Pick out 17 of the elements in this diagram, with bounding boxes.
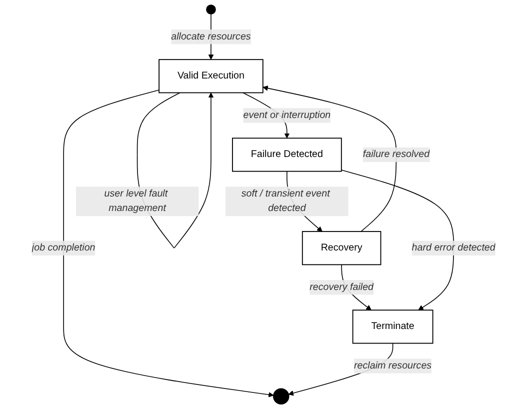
node-circle [206,4,216,14]
edge-label: hard error detected [412,242,496,254]
edge-label: failure resolved [363,149,430,160]
edge-label: user level fault management [104,188,168,214]
edge-label: allocate resources [171,31,252,42]
edge-label: job completion [32,242,96,254]
node-bullseye [273,388,290,405]
edge-label: soft / transient event detected [242,188,330,214]
node-box [232,138,342,172]
edge-label: reclaim resources [354,360,432,371]
node-box [302,231,382,266]
edge-label: event or interruption [244,110,331,120]
state-diagram: allocate resources user level fault management event or interruption soft / transient event detected failure resolved job completion recovery failed hard error detected reclaim resources Valid Execution Failure Detected Recovery Terminate [27,0,501,409]
arrow [64,90,274,398]
node-box [158,59,264,94]
node-box [352,310,434,344]
edge-label: recovery failed [310,282,374,292]
